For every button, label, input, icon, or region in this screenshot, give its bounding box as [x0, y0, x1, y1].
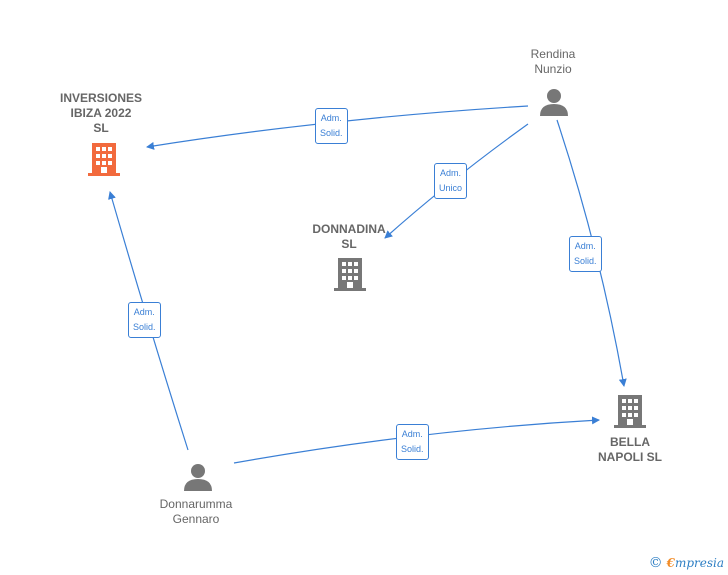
node-label-inversiones[interactable]: INVERSIONES IBIZA 2022 SL: [59, 91, 143, 135]
building-icon[interactable]: [88, 143, 120, 176]
edge-label-rendina-bella: Adm. Solid.: [569, 236, 602, 272]
person-icon[interactable]: [540, 89, 568, 116]
copyright-icon: ©: [648, 555, 663, 571]
edge-label-donnarumma-bella: Adm. Solid.: [396, 424, 429, 460]
edge-label-donnarumma-inversiones: Adm. Solid.: [128, 302, 161, 338]
person-icon[interactable]: [184, 464, 212, 491]
edge-label-rendina-donnadina: Adm. Unico: [434, 163, 468, 199]
node-label-bella-napoli[interactable]: BELLA NAPOLI SL: [597, 435, 662, 464]
building-icon[interactable]: [614, 395, 646, 428]
building-icon[interactable]: [334, 258, 366, 291]
node-label-rendina[interactable]: Rendina Nunzio: [530, 47, 576, 76]
brand-logo: ©€mpresia: [649, 555, 724, 571]
node-label-donnarumma[interactable]: Donnarumma Gennaro: [159, 497, 233, 526]
node-label-donnadina[interactable]: DONNADINA SL: [312, 222, 386, 251]
edge-label-rendina-inversiones: Adm. Solid.: [315, 108, 348, 144]
brand-name: mpresia: [674, 556, 724, 570]
brand-initial: €: [666, 556, 675, 570]
